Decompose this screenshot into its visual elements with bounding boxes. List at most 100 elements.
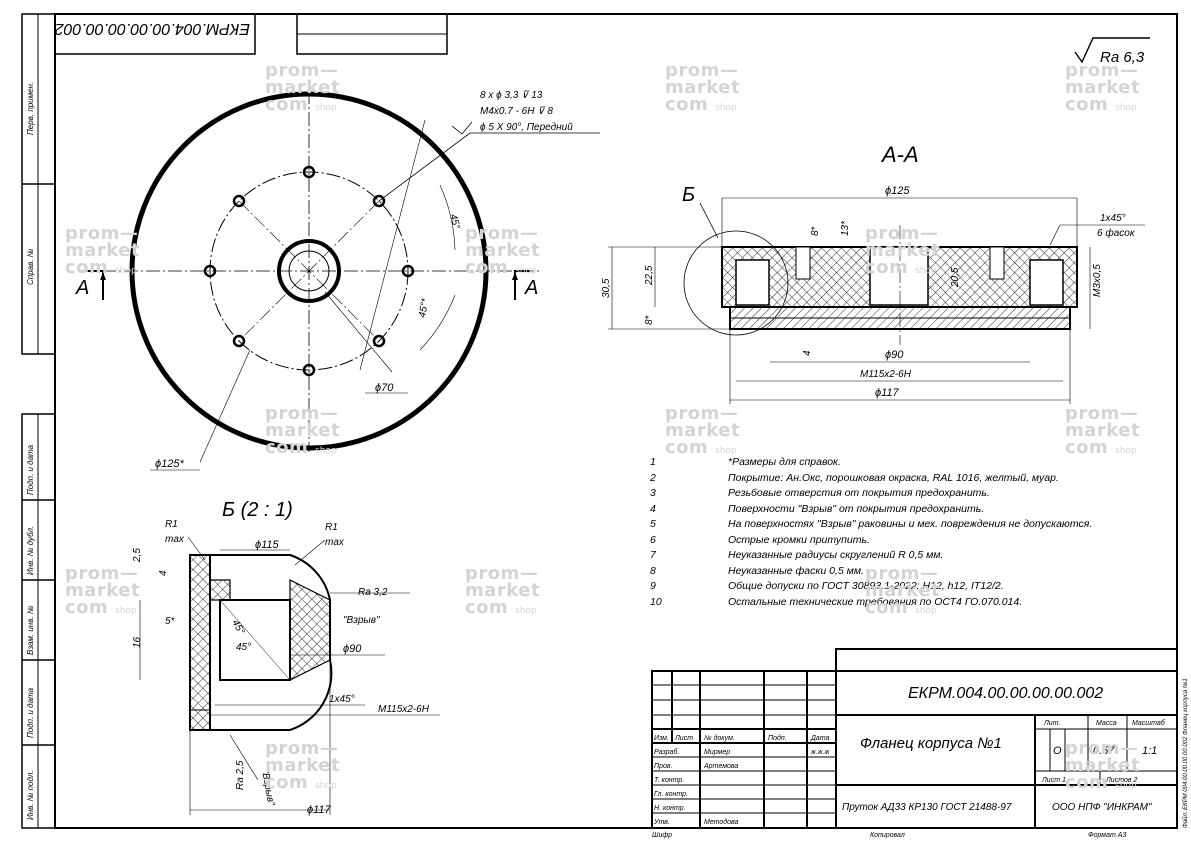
tb-footer-copied: Копировал (870, 832, 905, 839)
tb-row-nkontr: Н. контр. (654, 805, 686, 812)
tb-row-utv: Утв. (653, 819, 670, 826)
sect-dim-20-5: 20,5 (950, 267, 961, 288)
watermark-line1: prom— (65, 563, 139, 584)
det-dia-115: ϕ115 (255, 539, 280, 551)
note-text: Неуказанные фаски 0,5 мм. (728, 564, 864, 577)
watermark-shop: shop (915, 266, 937, 276)
watermark-line2: market (65, 580, 141, 601)
det-dia-90: ϕ90 (343, 643, 362, 655)
watermark-line1: prom— (865, 223, 939, 244)
det-dim-2-5: 2,5 (132, 548, 143, 563)
note-text: *Размеры для справок. (728, 456, 841, 468)
watermark-line3: com (665, 94, 709, 115)
tb-sheet-label: Лист 1 (1041, 777, 1066, 784)
note-number: 3 (650, 487, 656, 499)
tb-footer-shifr: Шифр (652, 832, 672, 839)
detail-marker: Б (682, 184, 695, 206)
strip-label-3: Инв. № дубл. (26, 526, 35, 575)
watermark-line2: market (665, 77, 741, 98)
tb-utv-name: Методова (704, 818, 739, 826)
sect-dim-8: 8* (810, 225, 821, 236)
note-text: Покрытие: Ан.Окс, порошковая окраска, RA… (728, 471, 1059, 484)
holes-note-1: 8 x ϕ 3,3 ⊽ 13 (480, 90, 543, 101)
watermark-line1: prom— (265, 60, 339, 81)
tb-side-text: Файл: ЕКРМ.004.00.00.00.00.002 Фланец ко… (1182, 678, 1189, 828)
note-number: 6 (650, 533, 656, 546)
watermark-line2: market (465, 240, 541, 261)
watermark-shop: shop (715, 103, 737, 113)
bolt-hole (401, 264, 415, 278)
note-number: 2 (650, 471, 656, 484)
det-ra-32: Ra 3,2 (358, 587, 388, 598)
note-number: 10 (650, 595, 662, 608)
tb-razrab-date: ж.ж.ж (810, 749, 831, 756)
strip-label-1: Справ. № (26, 248, 35, 285)
tb-company: ООО НПФ "ИНКРАМ" (1052, 802, 1152, 813)
tb-col-date: Дата (810, 735, 830, 742)
det-vzryv-1: "Взрыв" (343, 615, 380, 626)
bolt-hole (302, 165, 316, 179)
roughness-value: Ra 6,3 (1100, 49, 1145, 66)
note-number: 5 (650, 518, 656, 530)
holes-note-3: ϕ 5 X 90°, Передний (480, 122, 573, 133)
watermark-line1: prom— (465, 223, 539, 244)
watermark-line1: prom— (465, 563, 539, 584)
sect-dim-22-5: 22,5 (644, 265, 655, 286)
watermark-shop: shop (315, 781, 337, 791)
watermark-shop: shop (1115, 446, 1137, 456)
watermark-line3: com (265, 772, 309, 793)
sect-dim-13: 13* (840, 220, 851, 236)
watermark-line3: com (1065, 94, 1109, 115)
watermark-line1: prom— (1065, 60, 1139, 81)
note-text: Острые кромки притупить. (728, 533, 870, 546)
sect-dia-90: ϕ90 (885, 349, 904, 361)
watermark-shop: shop (915, 606, 937, 616)
bolt-hole (372, 334, 386, 348)
watermark-line1: prom— (265, 403, 339, 424)
dia-125-label: ϕ125* (155, 458, 184, 470)
watermark-line3: com (65, 257, 109, 278)
watermark-shop: shop (315, 446, 337, 456)
watermark-line3: com (465, 257, 509, 278)
note-text: Резьбовые отверстия от покрытия предохра… (728, 487, 990, 499)
watermark-shop: shop (115, 266, 137, 276)
tb-row-tkontr: Т. контр. (654, 777, 684, 784)
note-number: 1 (650, 456, 656, 468)
tb-row-razrab: Разраб. (654, 748, 679, 756)
watermark-line2: market (465, 580, 541, 601)
watermark-line1: prom— (1065, 403, 1139, 424)
tb-lit-header: Лит. (1043, 720, 1060, 727)
tb-sheets-label: Листов 2 (1105, 777, 1137, 784)
strip-label-2: Подп. и дата (26, 444, 35, 495)
watermark-line3: com (465, 597, 509, 618)
bolt-hole (232, 194, 246, 208)
watermark-line2: market (1065, 420, 1141, 441)
roughness-symbol: Ra 6,3 (1074, 37, 1150, 66)
tb-row-prov: Пров. (654, 763, 673, 770)
note-text: Поверхности "Взрыв" от покрытия предохра… (728, 502, 985, 515)
watermark-shop: shop (515, 606, 537, 616)
watermark-line3: com (865, 597, 909, 618)
watermark-shop: shop (715, 446, 737, 456)
tb-mass-header: Масса (1096, 720, 1117, 727)
section-view: А-А Б ϕ125 8* 13* 1x45° 6 фасок 30,5 22,… (601, 142, 1145, 404)
watermark-shop: shop (1115, 103, 1137, 113)
sect-thread-main: M115x2-6H (860, 369, 912, 380)
watermark-line2: market (1065, 77, 1141, 98)
watermark-line1: prom— (65, 223, 139, 244)
det-angle-45b: 45° (236, 642, 251, 653)
sect-dim-4: 4 (802, 350, 813, 356)
watermark-line3: com (1065, 772, 1109, 793)
